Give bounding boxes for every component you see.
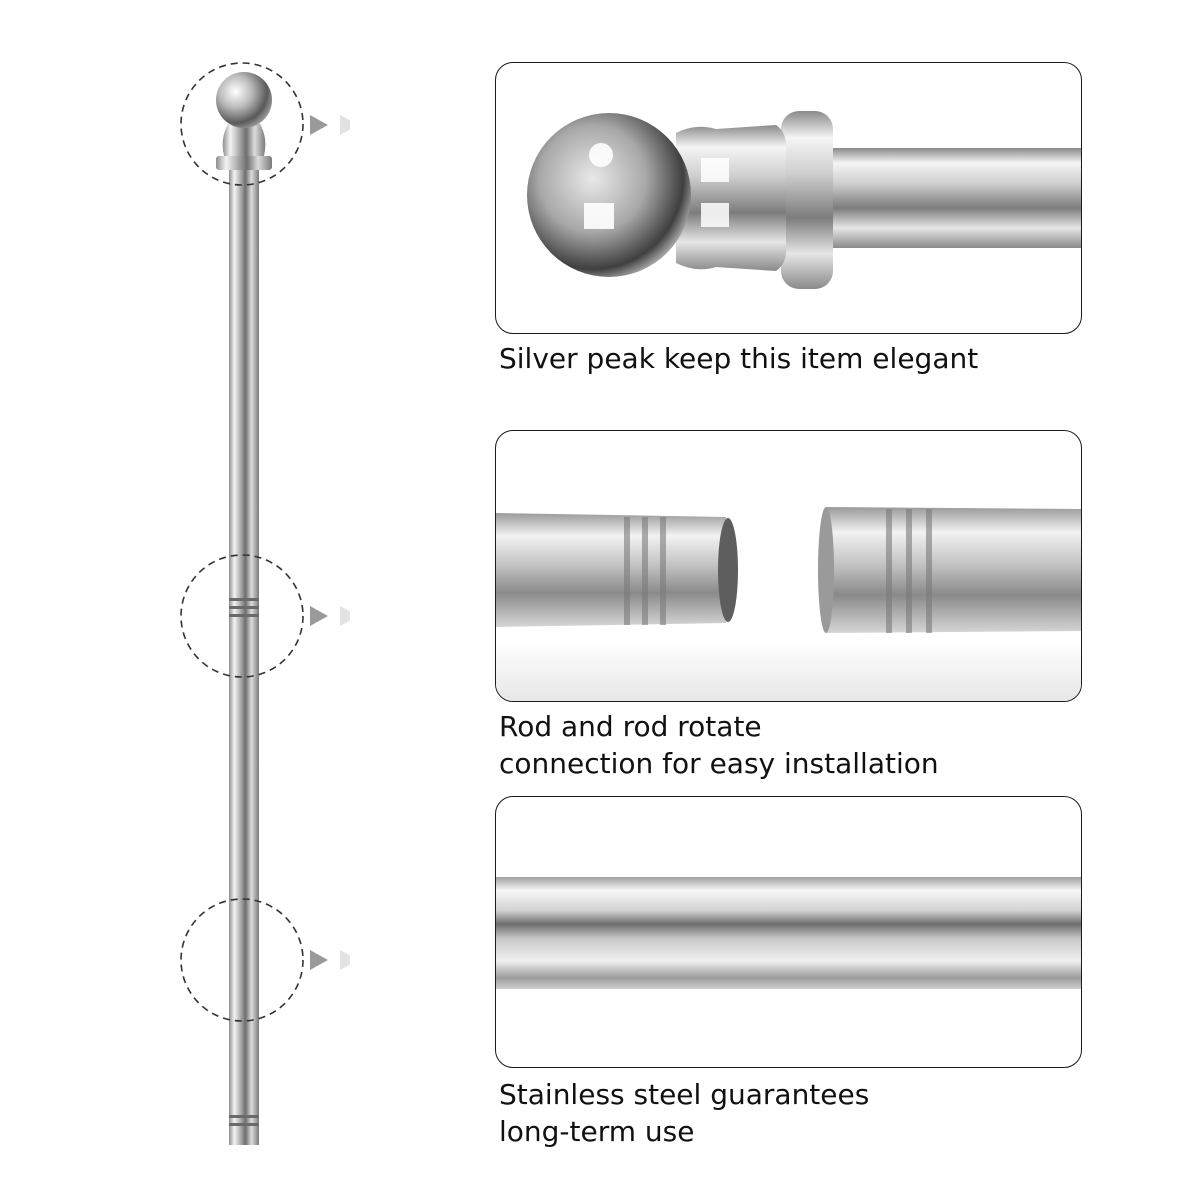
callout-circle-middle xyxy=(180,554,304,678)
triangle-right-icon xyxy=(310,115,350,135)
caption-silver-peak: Silver peak keep this item elegant xyxy=(499,340,1139,377)
caption-line: Silver peak keep this item elegant xyxy=(499,342,979,375)
caption-line: Stainless steel guarantees xyxy=(499,1078,870,1111)
flagpole-illustration xyxy=(180,62,350,1145)
caption-line: connection for easy installation xyxy=(499,747,939,780)
triangle-right-icon xyxy=(310,606,350,626)
caption-rod-connection: Rod and rod rotate connection for easy i… xyxy=(499,708,1139,782)
silver-peak-closeup xyxy=(527,111,1081,289)
callout-circle-top xyxy=(180,62,304,186)
caption-line: Rod and rod rotate xyxy=(499,710,762,743)
callout-circle-bottom xyxy=(180,898,304,1022)
panel-stainless-steel xyxy=(495,796,1082,1068)
caption-stainless-steel: Stainless steel guarantees long-term use xyxy=(499,1076,1139,1150)
triangle-right-icon xyxy=(310,950,350,970)
stainless-steel-closeup xyxy=(496,877,1081,989)
flagpole-rod xyxy=(229,165,259,1145)
panel-rod-connection xyxy=(495,430,1082,702)
flagpole-finial xyxy=(216,72,272,170)
caption-line: long-term use xyxy=(499,1115,695,1148)
rod-connection-closeup xyxy=(496,507,1081,701)
panel-silver-peak xyxy=(495,62,1082,334)
